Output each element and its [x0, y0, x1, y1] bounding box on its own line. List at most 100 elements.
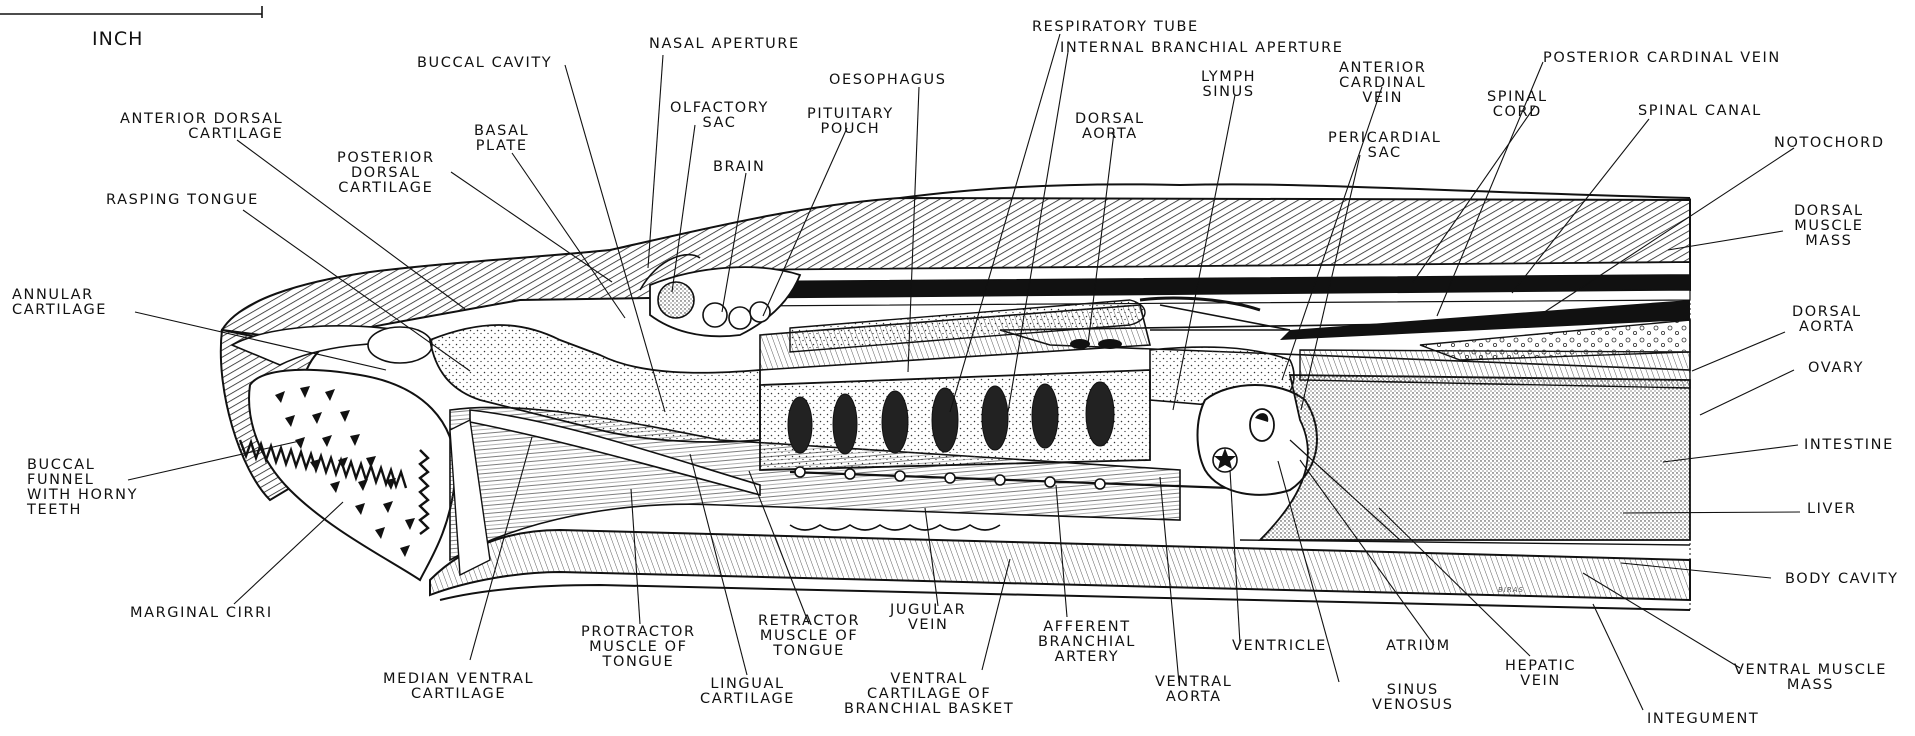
label-line: SAC — [1328, 146, 1441, 161]
label-spinal-cord: SPINALCORD — [1487, 90, 1548, 120]
label-line: SINUS — [1372, 683, 1454, 698]
scale-bar — [0, 6, 262, 18]
label-line: LYMPH — [1201, 70, 1256, 85]
label-line: CORD — [1487, 105, 1548, 120]
label-line: AORTA — [1075, 127, 1145, 142]
label-ventral-cartilage-branchial-basket: VENTRALCARTILAGE OFBRANCHIAL BASKET — [844, 672, 1014, 717]
label-line: BASAL — [474, 124, 529, 139]
label-line: MUSCLE OF — [758, 629, 860, 644]
label-line: DORSAL — [1075, 112, 1145, 127]
label-line: TEETH — [27, 503, 138, 518]
label-line: NOTOCHORD — [1774, 136, 1885, 151]
label-line: CARDINAL — [1339, 76, 1426, 91]
label-line: MUSCLE OF — [581, 640, 696, 655]
label-line: BRAIN — [713, 160, 765, 175]
olfactory-sac — [658, 282, 694, 318]
label-notochord: NOTOCHORD — [1774, 136, 1885, 151]
label-line: PROTRACTOR — [581, 625, 696, 640]
label-line: NASAL APERTURE — [649, 37, 800, 52]
label-line: ATRIUM — [1386, 639, 1451, 654]
label-line: DORSAL — [1794, 204, 1864, 219]
label-respiratory-tube: RESPIRATORY TUBE — [1032, 20, 1199, 35]
label-line: VEIN — [1339, 91, 1426, 106]
label-line: BODY CAVITY — [1785, 572, 1899, 587]
label-line: WITH HORNY — [27, 488, 138, 503]
label-line: TONGUE — [581, 655, 696, 670]
label-line: RESPIRATORY TUBE — [1032, 20, 1199, 35]
label-line: OLFACTORY — [670, 101, 769, 116]
label-line: VENTRAL MUSCLE — [1734, 663, 1887, 678]
liver — [1260, 375, 1690, 540]
label-line: MASS — [1794, 234, 1864, 249]
label-protractor-muscle: PROTRACTORMUSCLE OFTONGUE — [581, 625, 696, 670]
label-line: BUCCAL — [27, 458, 138, 473]
label-brain: BRAIN — [713, 160, 765, 175]
label-integument: INTEGUMENT — [1647, 712, 1759, 727]
label-line: VENTRAL — [1155, 675, 1232, 690]
label-line: CARTILAGE OF — [844, 687, 1014, 702]
label-line: CARTILAGE — [383, 687, 534, 702]
label-line: HEPATIC — [1505, 659, 1576, 674]
label-line: LIVER — [1807, 502, 1857, 517]
label-line: CARTILAGE — [337, 181, 435, 196]
label-line: MASS — [1734, 678, 1887, 693]
scale-bar-label: INCH — [92, 28, 143, 50]
label-line: BRANCHIAL — [1038, 635, 1136, 650]
label-line: POUCH — [807, 122, 894, 137]
label-line: MEDIAN VENTRAL — [383, 672, 534, 687]
label-oesophagus: OESOPHAGUS — [829, 73, 947, 88]
label-line: PLATE — [474, 139, 529, 154]
label-line: POSTERIOR CARDINAL VEIN — [1543, 51, 1781, 66]
label-line: FUNNEL — [27, 473, 138, 488]
label-line: SPINAL CANAL — [1638, 104, 1762, 119]
label-liver: LIVER — [1807, 502, 1857, 517]
label-line: JUGULAR — [890, 603, 966, 618]
artist-signature: BIRAS — [1498, 586, 1524, 594]
jugular-vein-loops — [790, 525, 1000, 530]
label-line: INTERNAL BRANCHIAL APERTURE — [1060, 41, 1344, 56]
label-line: BRANCHIAL BASKET — [844, 702, 1014, 717]
label-line: INTEGUMENT — [1647, 712, 1759, 727]
label-line: OESOPHAGUS — [829, 73, 947, 88]
label-spinal-canal: SPINAL CANAL — [1638, 104, 1762, 119]
label-line: PERICARDIAL — [1328, 131, 1441, 146]
label-intestine: INTESTINE — [1804, 438, 1894, 453]
label-line: SINUS — [1201, 85, 1256, 100]
label-line: RASPING TONGUE — [106, 193, 259, 208]
label-line: VEIN — [890, 618, 966, 633]
label-line: TONGUE — [758, 644, 860, 659]
label-line: SAC — [670, 116, 769, 131]
label-line: BUCCAL CAVITY — [417, 56, 552, 71]
label-olfactory-sac: OLFACTORYSAC — [670, 101, 769, 131]
label-line: AFFERENT — [1038, 620, 1136, 635]
label-line: CARTILAGE — [700, 692, 795, 707]
label-marginal-cirri: MARGINAL CIRRI — [130, 606, 273, 621]
label-line: SPINAL — [1487, 90, 1548, 105]
label-line: RETRACTOR — [758, 614, 860, 629]
label-atrium: ATRIUM — [1386, 639, 1451, 654]
label-line: OVARY — [1808, 361, 1864, 376]
label-line: AORTA — [1792, 320, 1862, 335]
label-line: CARTILAGE — [12, 303, 107, 318]
label-line: DORSAL — [1792, 305, 1862, 320]
label-retractor-muscle: RETRACTORMUSCLE OFTONGUE — [758, 614, 860, 659]
label-line: ARTERY — [1038, 650, 1136, 665]
label-line: DORSAL — [337, 166, 435, 181]
label-line: INTESTINE — [1804, 438, 1894, 453]
label-internal-branchial-aperture: INTERNAL BRANCHIAL APERTURE — [1060, 41, 1344, 56]
label-line: MARGINAL CIRRI — [130, 606, 273, 621]
